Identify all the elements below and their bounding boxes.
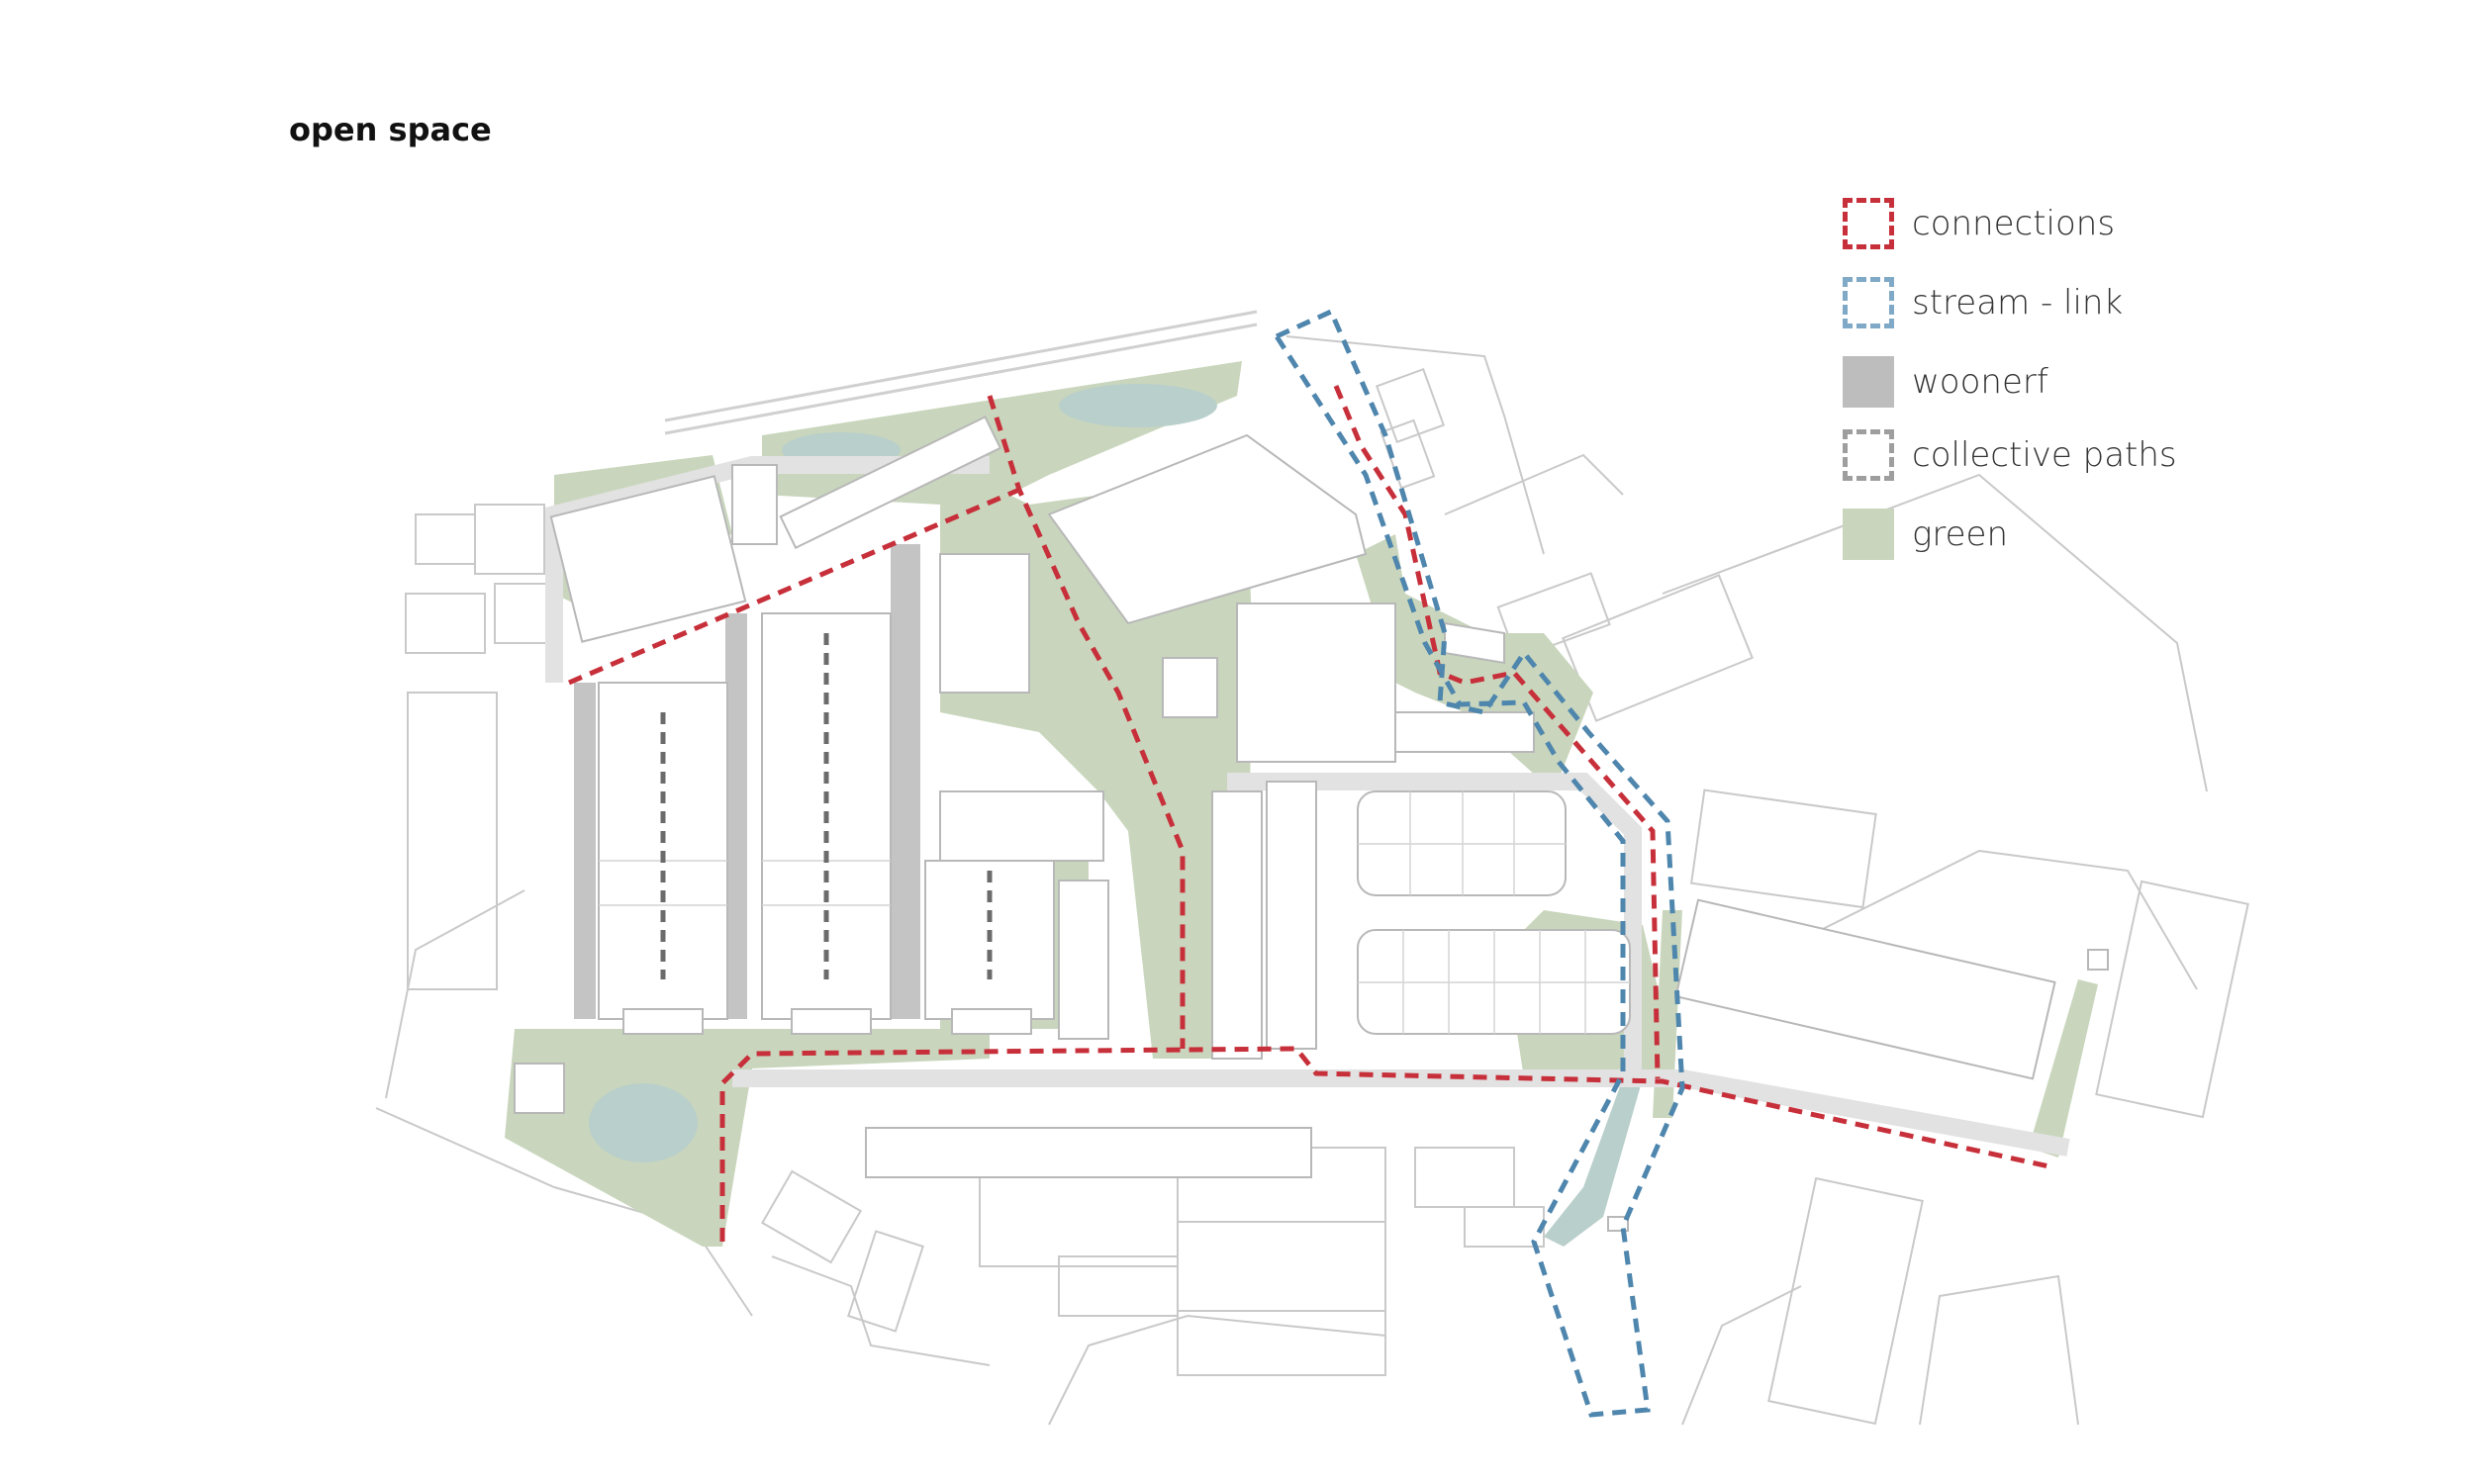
legend-label: woonerf <box>1912 362 2048 402</box>
legend-item-stream-link: stream - link <box>1843 277 2238 332</box>
green-swatch-icon <box>1843 509 1894 560</box>
block-subdivisions <box>599 791 1630 1034</box>
context-buildings <box>375 335 2249 1426</box>
legend-item-woonerf: woonerf <box>1843 356 2238 412</box>
woonerf-areas <box>574 544 920 1019</box>
collective-paths <box>660 633 993 979</box>
residential-blocks <box>514 416 2109 1232</box>
page-title: open space <box>289 111 492 148</box>
legend-label: green <box>1912 514 2009 554</box>
water-features <box>589 384 1643 1247</box>
legend-label: stream - link <box>1912 283 2124 323</box>
connections-routes <box>568 385 2054 1242</box>
site-roads <box>545 456 2070 1157</box>
legend-item-connections: connections <box>1843 198 2238 253</box>
legend-item-green: green <box>1843 509 2238 564</box>
stream-link-routes <box>1274 308 1685 1418</box>
legend-item-collective-paths: collective paths <box>1843 429 2238 485</box>
woonerf-swatch-icon <box>1843 356 1894 408</box>
collective-paths-swatch-icon <box>1843 429 1894 481</box>
stream-link-swatch-icon <box>1843 277 1894 328</box>
legend-label: connections <box>1912 204 2116 243</box>
railway-lines <box>664 310 1258 435</box>
legend-label: collective paths <box>1912 435 2177 475</box>
connections-swatch-icon <box>1843 198 1894 249</box>
